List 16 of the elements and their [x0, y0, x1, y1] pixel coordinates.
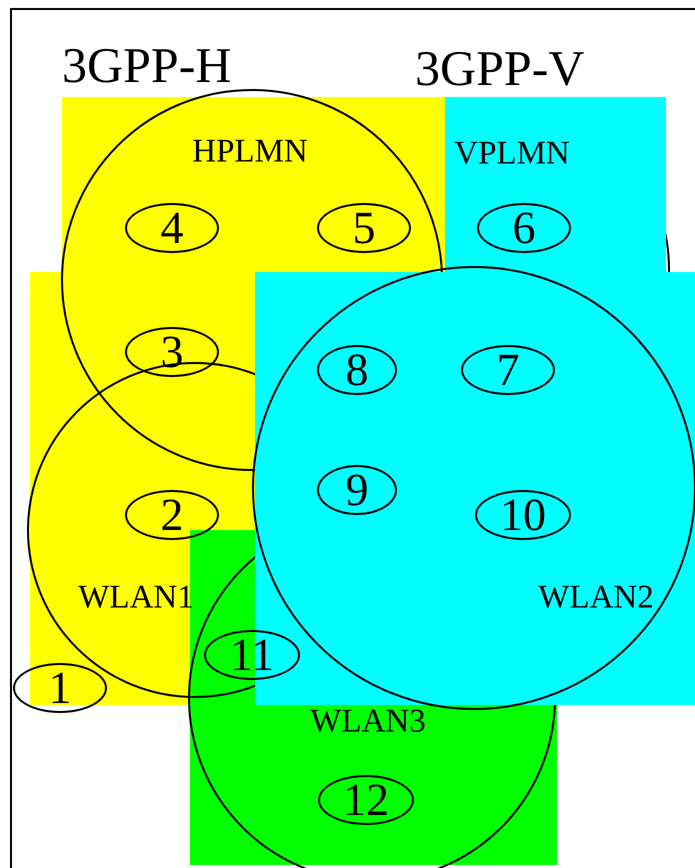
numbered-ellipse: 4 — [125, 203, 219, 253]
numbered-ellipse: 2 — [125, 490, 219, 540]
area-label: WLAN3 — [310, 706, 426, 738]
area-label: WLAN2 — [538, 582, 654, 614]
region-title: 3GPP-V — [415, 43, 584, 93]
numbered-ellipse: 6 — [477, 203, 571, 253]
numbered-ellipse: 10 — [475, 490, 571, 540]
numbered-ellipse: 8 — [317, 345, 397, 395]
numbered-ellipse: 12 — [318, 775, 414, 825]
area-label: VPLMN — [454, 138, 570, 170]
numbered-ellipse: 7 — [461, 345, 555, 395]
numbered-ellipse: 9 — [317, 465, 397, 515]
area-label: HPLMN — [192, 136, 308, 168]
region-title: 3GPP-H — [62, 40, 232, 90]
numbered-ellipse: 5 — [317, 203, 411, 253]
numbered-ellipse: 1 — [13, 663, 107, 713]
